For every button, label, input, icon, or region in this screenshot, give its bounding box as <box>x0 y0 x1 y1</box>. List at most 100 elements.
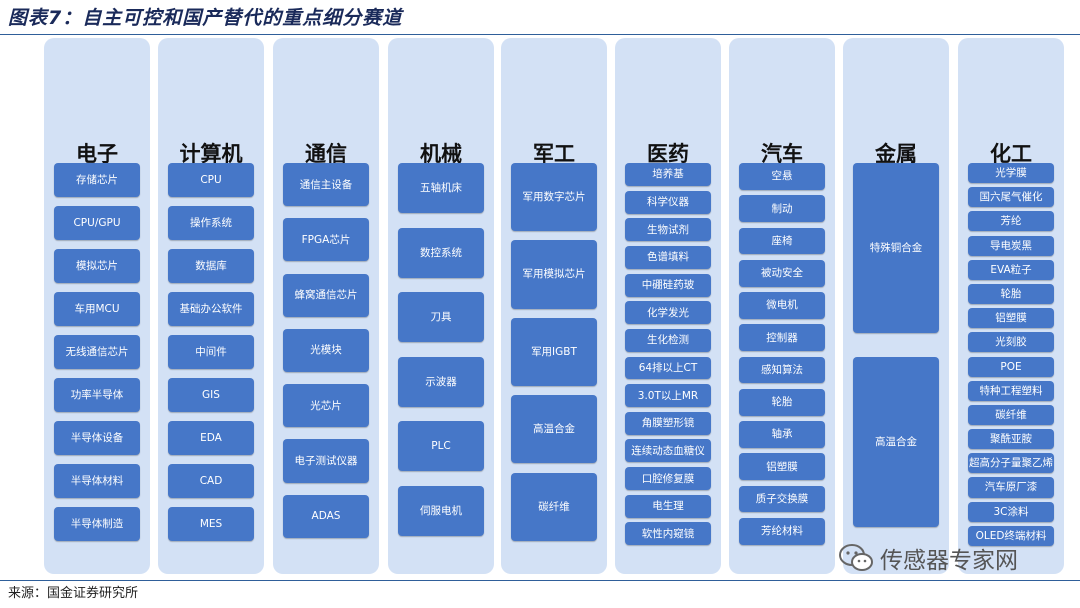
segment-item: GIS <box>168 378 254 412</box>
category-title: 机械 <box>420 142 462 166</box>
watermark: 传感器专家网 <box>838 538 1018 578</box>
segment-item: 生物试剂 <box>625 218 711 242</box>
segment-item: 铝塑膜 <box>739 453 825 481</box>
segment-item: 角膜塑形镜 <box>625 411 711 435</box>
segment-item: 半导体材料 <box>54 464 140 498</box>
segment-item: 光学膜 <box>968 163 1054 184</box>
segment-item: 制动 <box>739 195 825 223</box>
watermark-text: 传感器专家网 <box>880 548 1018 574</box>
segment-item: 存储芯片 <box>54 163 140 197</box>
segment-item: 连续动态血糖仪 <box>625 439 711 463</box>
segment-item: 超高分子量聚乙烯 <box>968 453 1054 474</box>
category-column: 医药培养基科学仪器生物试剂色谱填料中硼硅药玻化学发光生化检测 64排以上CT 3.0… <box>615 38 721 574</box>
category-title: 计算机 <box>179 142 243 166</box>
figure-title: 图表7：自主可控和国产替代的重点细分赛道 <box>8 7 403 29</box>
segment-item: PLC <box>398 421 484 472</box>
segment-item: 轴承 <box>739 421 825 448</box>
segment-item: 64排以上CT <box>625 356 711 380</box>
category-title: 医药 <box>647 142 689 166</box>
segment-item: 特种工程塑料 <box>968 380 1054 401</box>
segment-item: 无线通信芯片 <box>54 335 140 369</box>
segment-item: 碳纤维 <box>968 404 1054 425</box>
category-column: 电子存储芯片 CPU/GPU 模拟芯片车用MCU 无线通信芯片功率半导体半导体设备半导… <box>44 38 150 574</box>
segment-item: 功率半导体 <box>54 378 140 412</box>
segment-item: CPU/GPU <box>54 206 140 240</box>
segment-item: 培养基 <box>625 163 711 186</box>
segment-item: 微电机 <box>739 292 825 319</box>
segment-item: 示波器 <box>398 356 484 407</box>
segment-item: CAD <box>168 464 254 498</box>
segment-item: 质子交换膜 <box>739 485 825 513</box>
category-title: 通信 <box>305 142 347 166</box>
segment-item: 五轴机床 <box>398 163 484 214</box>
segment-item: 军用IGBT <box>511 317 597 386</box>
segment-item: 汽车原厂漆 <box>968 477 1054 498</box>
segment-item: 半导体设备 <box>54 421 140 455</box>
segment-item: 生化检测 <box>625 328 711 352</box>
segment-item: 操作系统 <box>168 206 254 240</box>
segment-item: 光芯片 <box>283 384 369 428</box>
segment-item: EVA粒子 <box>968 259 1054 280</box>
segment-item: 半导体制造 <box>54 507 140 541</box>
segment-item: 车用MCU <box>54 292 140 326</box>
segment-item: 被动安全 <box>739 259 825 287</box>
segment-item: 控制器 <box>739 324 825 352</box>
segment-item: 导电炭黑 <box>968 235 1054 256</box>
segment-item: 数据库 <box>168 249 254 283</box>
segment-item: 软性内窥镜 <box>625 522 711 546</box>
segment-item: CPU <box>168 163 254 197</box>
category-column: 金属特殊铜合金高温合金 <box>843 38 949 574</box>
segment-item: ADAS <box>283 494 369 538</box>
wechat-icon <box>839 544 873 571</box>
segment-item: 刀具 <box>398 292 484 343</box>
category-title: 金属 <box>875 142 917 166</box>
category-column: 军工军用数字芯片军用模拟芯片军用IGBT 高温合金碳纤维 <box>501 38 607 574</box>
segment-item: 模拟芯片 <box>54 249 140 283</box>
segment-item: 空悬 <box>739 163 825 190</box>
segment-item: 化学发光 <box>625 301 711 325</box>
segment-item: 数控系统 <box>398 227 484 278</box>
segment-item: 芳纶 <box>968 211 1054 232</box>
segment-item: 军用数字芯片 <box>511 163 597 232</box>
category-title: 军工 <box>533 142 575 166</box>
segment-item: 基础办公软件 <box>168 292 254 326</box>
segment-item: 科学仪器 <box>625 190 711 214</box>
source-note: 来源：国金证券研究所 <box>8 586 139 601</box>
category-column: 汽车空悬制动座椅被动安全微电机控制器感知算法轮胎轴承铝塑膜质子交换膜芳纶材料 <box>729 38 835 574</box>
segment-item: 3.0T以上MR <box>625 384 711 408</box>
segment-item: 中硼硅药玻 <box>625 273 711 297</box>
segment-item: 轮胎 <box>739 388 825 416</box>
segment-item: 中间件 <box>168 335 254 369</box>
bottom-rule <box>0 580 1080 581</box>
segment-item: 3C涂料 <box>968 501 1054 522</box>
segment-item: EDA <box>168 421 254 455</box>
segment-item: POE <box>968 356 1054 377</box>
segment-item: 军用模拟芯片 <box>511 240 597 309</box>
segment-item: 国六尾气催化 <box>968 187 1054 208</box>
segment-item: 电生理 <box>625 494 711 518</box>
segment-item: 光模块 <box>283 328 369 372</box>
segment-item: 高温合金 <box>511 395 597 464</box>
segment-item: 铝塑膜 <box>968 308 1054 329</box>
segment-item: OLED终端材料 <box>968 525 1054 546</box>
segment-item: 感知算法 <box>739 356 825 384</box>
segment-item: 蜂窝通信芯片 <box>283 273 369 317</box>
segment-item: 电子测试仪器 <box>283 439 369 483</box>
category-column: 机械五轴机床数控系统刀具示波器 PLC 伺服电机 <box>388 38 494 574</box>
segment-item: 聚酰亚胺 <box>968 429 1054 450</box>
segment-item: 芳纶材料 <box>739 517 825 545</box>
segment-item: 色谱填料 <box>625 245 711 269</box>
segment-item: 轮胎 <box>968 283 1054 304</box>
category-title: 汽车 <box>761 142 803 166</box>
segment-item: 座椅 <box>739 227 825 255</box>
category-title: 电子 <box>76 142 118 166</box>
segment-item: 光刻胶 <box>968 332 1054 353</box>
segment-item: 高温合金 <box>853 356 939 527</box>
segment-item: FPGA芯片 <box>283 218 369 262</box>
segment-item: 碳纤维 <box>511 472 597 541</box>
segment-item: 伺服电机 <box>398 485 484 536</box>
top-rule <box>0 34 1080 35</box>
